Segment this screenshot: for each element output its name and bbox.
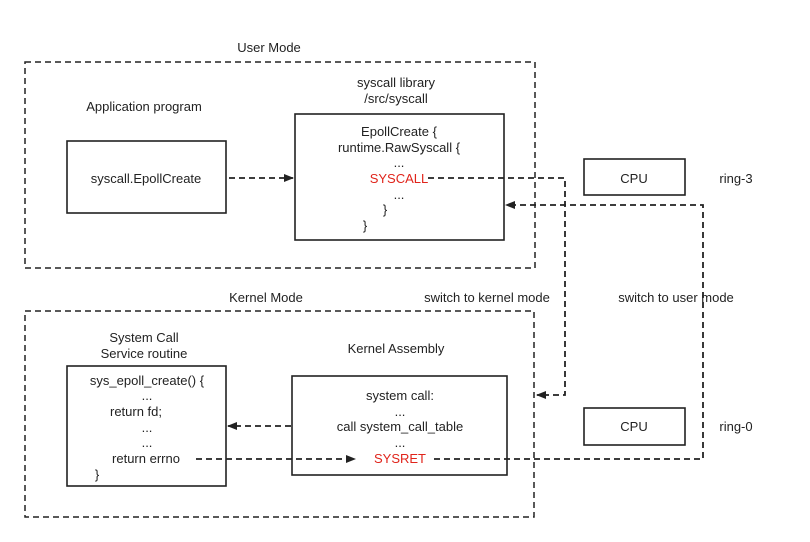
service-code-line: ...: [142, 388, 153, 403]
library-code-line: EpollCreate {: [361, 124, 438, 139]
user-mode-title: User Mode: [237, 40, 301, 55]
service-code-line: }: [95, 467, 100, 482]
assembly-code-line: ...: [395, 435, 406, 450]
service-code-line: ...: [142, 435, 153, 450]
service-code-line: return fd;: [110, 404, 162, 419]
sysret-instruction: SYSRET: [374, 451, 426, 466]
service-routine-label: System Call: [109, 330, 178, 345]
ring-0-label: ring-0: [719, 419, 752, 434]
service-code-line: return errno: [112, 451, 180, 466]
kernel-assembly-box: [291, 375, 508, 476]
user-mode-region: [24, 61, 536, 269]
cpu-top-label: CPU: [620, 171, 647, 186]
application-box-text: syscall.EpollCreate: [91, 171, 202, 186]
syscall-to-kernel-arrow: [428, 177, 566, 399]
switch-to-kernel-label: switch to kernel mode: [424, 290, 550, 305]
library-code-line: ...: [394, 155, 405, 170]
assembly-code-line: call system_call_table: [337, 419, 463, 434]
library-code-line: }: [363, 218, 368, 233]
application-box: [66, 140, 227, 214]
syscall-library-label: syscall library: [357, 75, 436, 90]
assembly-code-line: ...: [395, 404, 406, 419]
ring-3-label: ring-3: [719, 171, 752, 186]
switch-to-user-label: switch to user mode: [618, 290, 734, 305]
syscall-library-box: [294, 113, 505, 241]
service-code-line: ...: [142, 420, 153, 435]
application-program-label: Application program: [86, 99, 202, 114]
syscall-instruction: SYSCALL: [370, 171, 429, 186]
library-code-line: ...: [394, 187, 405, 202]
kernel-mode-title: Kernel Mode: [229, 290, 303, 305]
cpu-top-box: [583, 158, 686, 196]
sysret-to-user-arrow: [434, 201, 704, 460]
assembly-code-line: system call:: [366, 388, 434, 403]
syscall-library-path: /src/syscall: [364, 91, 428, 106]
library-code-line: }: [383, 202, 388, 217]
kernel-assembly-label: Kernel Assembly: [348, 341, 445, 356]
service-routine-label-2: Service routine: [101, 346, 188, 361]
kernel-mode-region: [24, 310, 535, 518]
service-code-line: sys_epoll_create() {: [90, 373, 205, 388]
service-routine-box: [66, 365, 227, 487]
library-code-line: runtime.RawSyscall {: [338, 140, 461, 155]
cpu-bottom-label: CPU: [620, 419, 647, 434]
cpu-bottom-box: [583, 407, 686, 446]
